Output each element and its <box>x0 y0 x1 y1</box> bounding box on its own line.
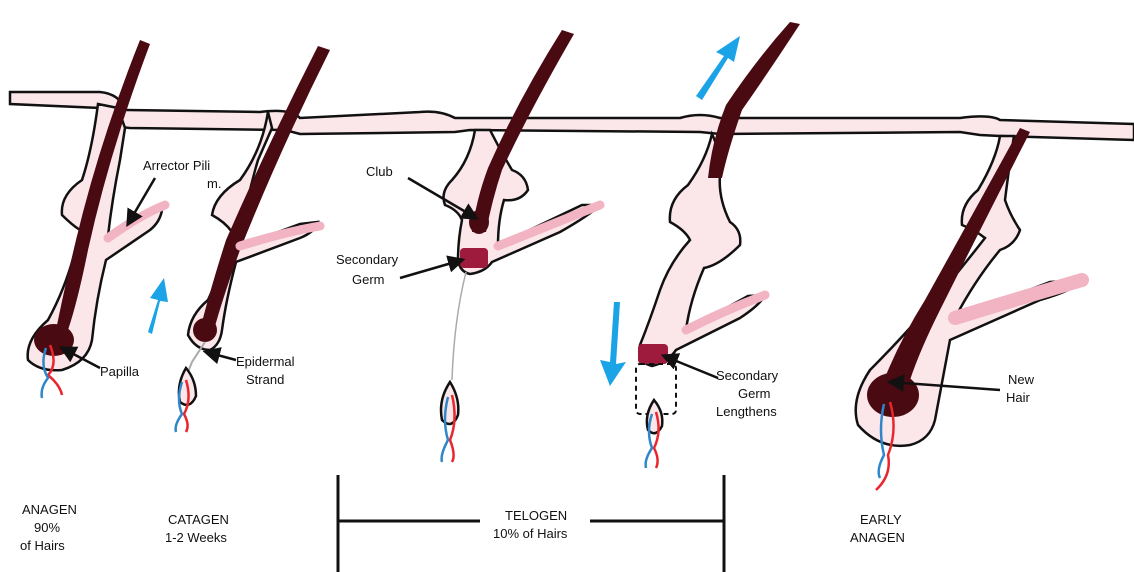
telogen1-club <box>469 210 489 234</box>
anagen-caption-line2: 90% <box>34 520 60 535</box>
sgl-label-line3: Lengthens <box>716 404 777 419</box>
sgl-label-line1: Secondary <box>716 368 779 383</box>
epidermal-label-line2: Strand <box>246 372 284 387</box>
secondary-germ-pointer <box>400 260 462 278</box>
telogen1-strand <box>452 272 466 380</box>
arrector-pili-label-line2: m. <box>207 176 221 191</box>
sgl-pointer <box>664 356 718 378</box>
telogen-bracket <box>338 475 724 572</box>
telogen1-muscle <box>498 205 600 246</box>
anagen-hair-shaft <box>56 40 150 330</box>
club-label: Club <box>366 164 393 179</box>
sgl-label-line2: Germ <box>738 386 771 401</box>
early-anagen-caption-line2: ANAGEN <box>850 530 905 545</box>
epidermal-pointer <box>206 352 236 360</box>
secondary-germ-label-line1: Secondary <box>336 252 399 267</box>
catagen-vein <box>176 382 182 432</box>
new-hair-label-line2: Hair <box>1006 390 1031 405</box>
anagen-caption-line3: of Hairs <box>20 538 65 553</box>
telogen1-secondary-germ <box>460 248 488 268</box>
secondary-germ-label-line2: Germ <box>352 272 385 287</box>
telogen-follicle-2 <box>636 22 800 468</box>
anagen-caption-line1: ANAGEN <box>22 502 77 517</box>
telogen-follicle-1 <box>441 30 600 462</box>
skin-surface <box>10 92 1134 140</box>
early-anagen-hair-shaft <box>884 128 1030 380</box>
growth-arrow-up-icon <box>148 278 168 334</box>
telogen2-secondary-germ <box>638 344 668 364</box>
telogen-caption-line2: 10% of Hairs <box>493 526 568 541</box>
arrector-pili-label-line1: Arrector Pili <box>143 158 210 173</box>
pointer-lines <box>62 178 1000 390</box>
papilla-label: Papilla <box>100 364 140 379</box>
telogen2-hair-shaft <box>708 22 800 178</box>
telogen-caption-line1: TELOGEN <box>505 508 567 523</box>
epidermal-label-line1: Epidermal <box>236 354 295 369</box>
early-anagen-caption-line1: EARLY <box>860 512 902 527</box>
growth-arrow-down-icon <box>600 302 626 386</box>
telogen-up-arrow <box>696 36 740 100</box>
telogen-down-arrow <box>600 302 626 386</box>
catagen-up-arrow <box>148 278 168 334</box>
early-anagen-follicle <box>856 128 1082 490</box>
telogen2-sheath <box>639 134 765 366</box>
growth-arrow-up-icon <box>696 36 740 100</box>
catagen-caption-line1: CATAGEN <box>168 512 229 527</box>
catagen-club <box>193 318 217 342</box>
new-hair-label-line1: New <box>1008 372 1035 387</box>
catagen-caption-line2: 1-2 Weeks <box>165 530 227 545</box>
